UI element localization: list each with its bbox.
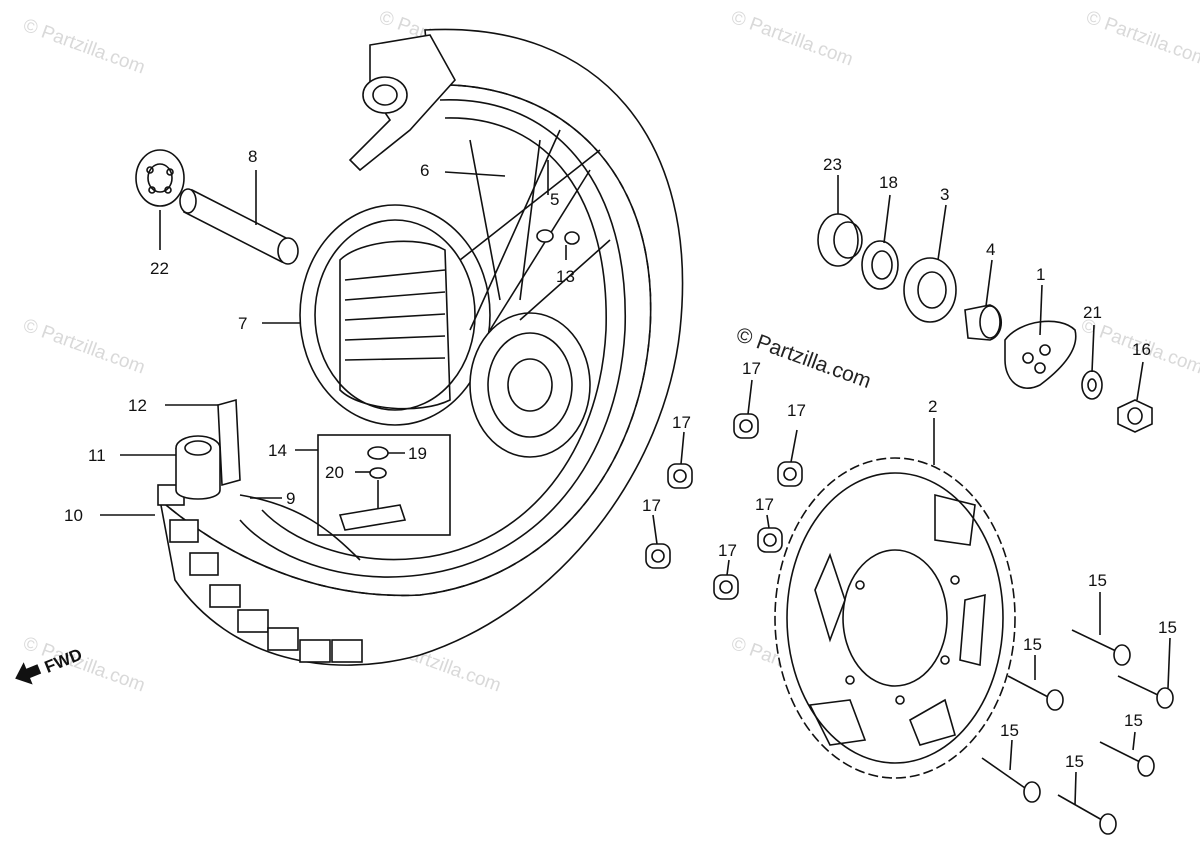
- callout-7: 7: [238, 314, 247, 333]
- callout-17: 17: [787, 401, 806, 420]
- callout-4: 4: [986, 240, 995, 259]
- callout-17: 17: [718, 541, 737, 560]
- callout-10: 10: [64, 506, 83, 525]
- callout-labels: 8 22 6 5 7 12 11 10 9 14 19 20 13 23 18 …: [64, 147, 1177, 771]
- callout-20: 20: [325, 463, 344, 482]
- callout-19: 19: [408, 444, 427, 463]
- watermark: © Partzilla.com: [728, 7, 855, 71]
- callout-3: 3: [940, 185, 949, 204]
- axle-8: [179, 188, 299, 265]
- tread-knobs: [157, 484, 363, 663]
- washer-21: [1081, 370, 1103, 400]
- callout-16: 16: [1132, 340, 1151, 359]
- watermark: © Partzilla.com: [20, 15, 147, 79]
- callout-9: 9: [286, 489, 295, 508]
- bearing-22: [135, 149, 185, 207]
- callout-13: 13: [556, 267, 575, 286]
- nut-16: [1117, 399, 1153, 433]
- sprocket-2: [774, 457, 1016, 779]
- rim-band: [217, 398, 241, 487]
- callout-6: 6: [420, 161, 429, 180]
- callout-15: 15: [1065, 752, 1084, 771]
- callout-2: 2: [928, 397, 937, 416]
- callout-15: 15: [1158, 618, 1177, 637]
- callout-22: 22: [150, 259, 169, 278]
- watermark: © Partzilla.com: [1083, 7, 1200, 71]
- watermark: © Partzilla.com: [20, 633, 147, 697]
- collar-11: [175, 435, 221, 500]
- callout-17: 17: [755, 495, 774, 514]
- oil-seal-18: [861, 240, 899, 290]
- top-collar: [348, 34, 456, 172]
- bolts-15: [981, 629, 1174, 835]
- spokes: [459, 129, 611, 331]
- collar-4: [964, 304, 1003, 341]
- callout-15: 15: [1000, 721, 1019, 740]
- callout-14: 14: [268, 441, 287, 460]
- callout-15: 15: [1088, 571, 1107, 590]
- callout-11: 11: [88, 446, 106, 465]
- valve-group-box: [317, 434, 451, 536]
- bearing-23: [817, 213, 863, 267]
- brake-drum: [299, 204, 491, 426]
- callout-1: 1: [1036, 265, 1045, 284]
- callout-15: 15: [1023, 635, 1042, 654]
- callout-5: 5: [550, 190, 559, 209]
- plate-1: [1004, 320, 1077, 389]
- arrow-left-down-icon: [15, 662, 42, 685]
- callout-12: 12: [128, 396, 147, 415]
- callout-17: 17: [642, 496, 661, 515]
- callout-17: 17: [742, 359, 761, 378]
- nuts-17: [645, 413, 803, 600]
- callout-15: 15: [1124, 711, 1143, 730]
- bearing-3: [903, 257, 957, 323]
- watermark: © Partzilla.com: [20, 315, 147, 379]
- leader-lines: [100, 160, 1171, 806]
- callout-18: 18: [879, 173, 898, 192]
- callout-21: 21: [1083, 303, 1102, 322]
- callout-17: 17: [672, 413, 691, 432]
- rear-wheel-illustration: [157, 28, 684, 666]
- callout-8: 8: [248, 147, 257, 166]
- callout-23: 23: [823, 155, 842, 174]
- rim: [239, 99, 626, 578]
